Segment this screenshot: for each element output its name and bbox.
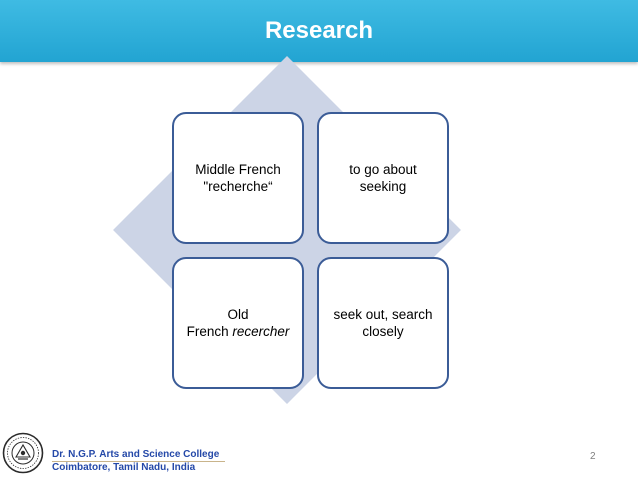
footer-divider <box>52 461 225 462</box>
box-line: closely <box>362 324 404 339</box>
matrix-box-seek-out: seek out, search closely <box>317 257 449 389</box>
matrix-box-to-go-about: to go about seeking <box>317 112 449 244</box>
box-line: seek out, search <box>333 307 433 322</box>
matrix-box-middle-french: Middle French "recherche“ <box>172 112 304 244</box>
college-seal-icon <box>2 432 44 474</box>
college-location: Coimbatore, Tamil Nadu, India <box>52 462 196 473</box>
box-line-italic: recercher <box>232 324 290 339</box>
box-line: seeking <box>359 179 407 194</box>
slide-title: Research <box>264 17 374 44</box>
box-line: Old <box>227 307 249 322</box>
college-name: Dr. N.G.P. Arts and Science College <box>52 449 220 460</box>
box-line: Middle French <box>195 162 281 177</box>
matrix-box-old-french: Old French recercher <box>172 257 304 389</box>
box-line: to go about <box>349 162 417 177</box>
title-bar <box>0 0 638 62</box>
box-line-prefix: French <box>186 324 233 339</box>
box-line: "recherche“ <box>203 179 273 194</box>
page-number: 2 <box>590 451 596 462</box>
